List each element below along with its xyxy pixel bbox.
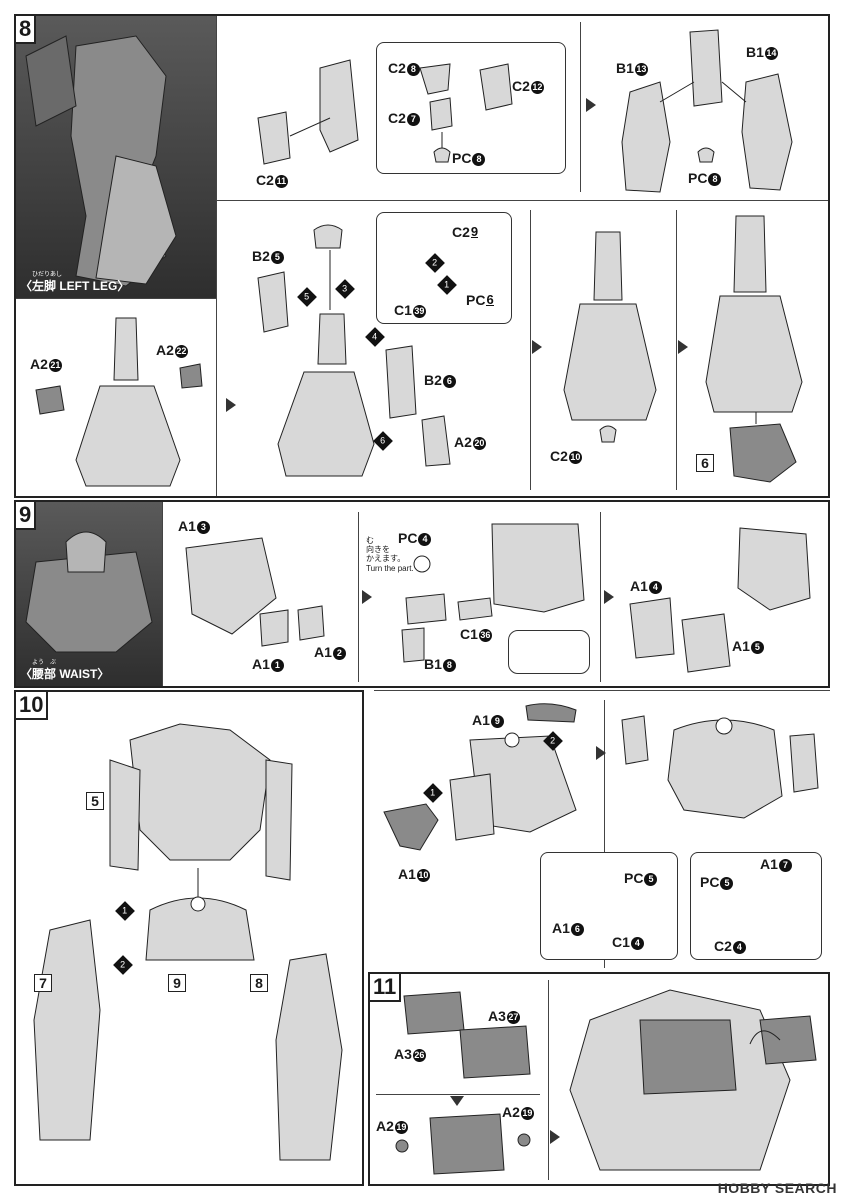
step-8-photo: ひだりあし 〈左脚 LEFT LEG〉 (16, 16, 216, 298)
torso-final-diagram (569, 989, 817, 1171)
ref-step-9: 9 (168, 974, 186, 992)
sub-assembly-box (376, 42, 566, 174)
final-assembly-diagram (33, 723, 343, 1161)
next-arrow-icon (596, 746, 606, 760)
turn-note-jp: 向きを かえます。 (366, 545, 406, 563)
ref-step-8: 8 (250, 974, 268, 992)
step-8-caption-ruby: ひだりあし (32, 272, 63, 278)
lower-leg-assembly-diagram (257, 224, 451, 477)
ref-step-6: 6 (696, 454, 714, 472)
divider (216, 200, 828, 201)
divider (358, 512, 359, 682)
left-leg-photo-art (25, 35, 177, 287)
divider (376, 1094, 540, 1095)
thigh-armor-diagram (621, 29, 793, 193)
watermark: HOBBY SEARCH (717, 1180, 837, 1196)
waist-photo-art (25, 531, 153, 653)
next-arrow-icon (450, 1096, 464, 1106)
step-11-number: 11 (368, 972, 402, 1002)
step-8-caption: ひだりあし 〈左脚 LEFT LEG〉 (20, 272, 129, 294)
divider (604, 700, 605, 968)
next-arrow-icon (678, 340, 688, 354)
divider (530, 210, 531, 490)
divider (216, 16, 217, 496)
waist-finished-diagram (621, 715, 819, 819)
next-arrow-icon (226, 398, 236, 412)
detail-callout-box (508, 630, 590, 674)
next-arrow-icon (532, 340, 542, 354)
waist-front-diagram (185, 537, 325, 647)
waist-side-assembly-diagram (383, 703, 577, 851)
divider (580, 22, 581, 192)
next-arrow-icon (362, 590, 372, 604)
lower-leg-stage-diagram (563, 231, 657, 443)
divider (162, 502, 163, 686)
part-label-pc-6: PC6 (466, 292, 494, 308)
next-arrow-icon (604, 590, 614, 604)
detail-callout-box (540, 852, 678, 960)
next-arrow-icon (550, 1130, 560, 1144)
divider (374, 690, 830, 691)
lower-leg-final-diagram (705, 215, 803, 483)
step-8-number: 8 (14, 14, 37, 44)
thigh-inner-diagram (257, 59, 513, 165)
divider (16, 298, 216, 299)
detail-callout-box (690, 852, 822, 960)
ref-step-5: 5 (86, 792, 104, 810)
part-label-c2-9: C29 (452, 224, 479, 240)
chest-block-diagram (395, 991, 531, 1175)
waist-skirt-diagram (629, 527, 811, 673)
step-9-caption-ruby: よう ぶ (32, 660, 57, 666)
next-arrow-icon (586, 98, 596, 112)
step-10-number: 10 (14, 690, 49, 720)
sub-assembly-box (376, 212, 512, 324)
lower-leg-base-diagram (35, 317, 203, 487)
divider (548, 980, 549, 1180)
step-9-photo: よう ぶ 〈腰部 WAIST〉 (16, 502, 162, 686)
waist-joint-diagram (401, 523, 585, 663)
divider (676, 210, 677, 490)
divider (600, 512, 601, 682)
ref-step-7: 7 (34, 974, 52, 992)
turn-note-en: Turn the part. (366, 564, 414, 573)
step-9-caption: よう ぶ 〈腰部 WAIST〉 (20, 660, 109, 682)
step-9-number: 9 (14, 500, 37, 530)
turn-note-ruby: む (366, 536, 374, 545)
